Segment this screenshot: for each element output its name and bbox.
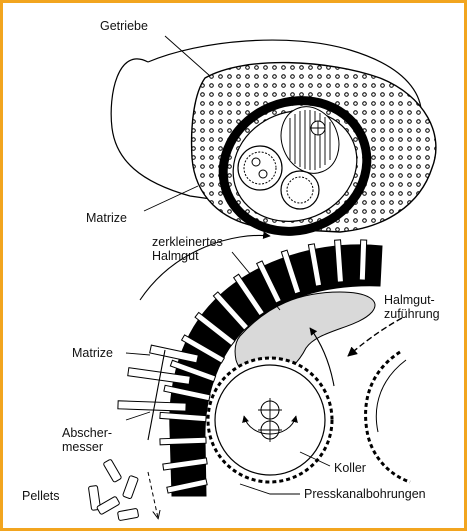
label-pellets: Pellets: [22, 489, 60, 503]
label-messer: messer: [62, 440, 103, 454]
label-halmgut-zu: Halmgut-: [384, 293, 435, 307]
label-matrize-top: Matrize: [86, 211, 127, 225]
label-presskanal: Presskanalbohrungen: [304, 487, 426, 501]
roller-left: [238, 146, 282, 190]
ring-die-assembly: [111, 36, 436, 253]
roller-lower: [281, 171, 319, 209]
halmgut-feed-arrow: [348, 318, 402, 356]
koller-roller: [208, 358, 332, 482]
label-matrize-bottom: Matrize: [72, 346, 113, 360]
fall-arrow: [148, 472, 158, 518]
second-roller: [366, 352, 410, 482]
label-zufuhrung: zuführung: [384, 307, 440, 321]
label-koller: Koller: [334, 461, 366, 475]
cross-section: [88, 235, 410, 520]
falling-pellets: [88, 459, 138, 521]
label-abscher: Abscher-: [62, 426, 112, 440]
abschermesser: [148, 350, 165, 440]
label-getriebe: Getriebe: [100, 19, 148, 33]
label-zerkleinertes: zerkleinertes: [152, 235, 223, 249]
label-halmgut: Halmgut: [152, 249, 199, 263]
